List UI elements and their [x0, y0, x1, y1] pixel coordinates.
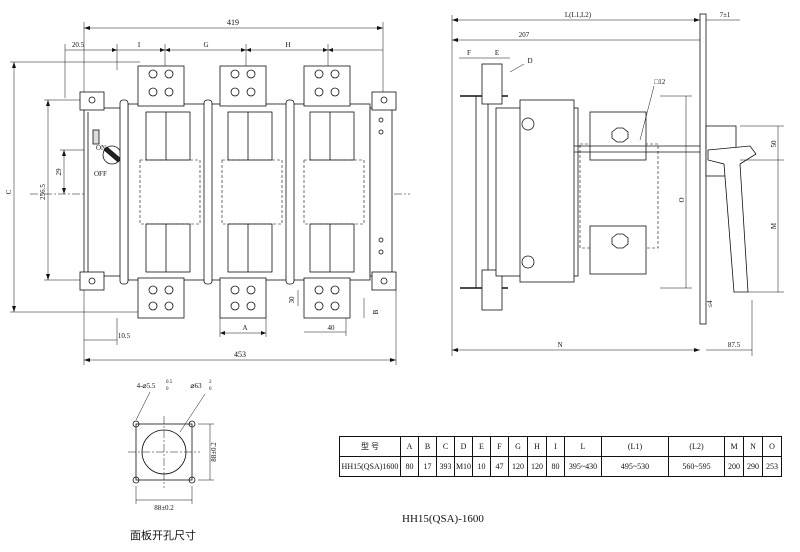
operating-handle: ON OFF: [92, 129, 122, 178]
cutout-holes-tol-up: 0.5: [166, 380, 173, 385]
spec-table: 型 号 A B C D E F G H I L (L1) (L2) M N O …: [339, 436, 782, 477]
cutout-bore-tol-dn: 0: [209, 387, 212, 392]
cutout-bore-tol-up: 2: [209, 380, 212, 385]
header-H: H: [527, 436, 547, 457]
dim-square: □12: [654, 78, 666, 86]
cell-L: 395~430: [564, 456, 602, 477]
cutout-width: 88±0.2: [154, 504, 174, 512]
spec-table-row: HH15(QSA)1600 80 17 393 M10 10 47 120 12…: [339, 456, 782, 477]
header-M: M: [724, 436, 744, 457]
cutout-bore: ⌀63: [190, 382, 202, 390]
dim-29: 29: [55, 168, 63, 176]
header-B: B: [418, 436, 437, 457]
cutout-height: 88±0.2: [210, 442, 218, 462]
header-D: D: [454, 436, 473, 457]
header-L: L: [564, 436, 602, 457]
header-L2: (L2): [668, 436, 725, 457]
cell-N: 290: [743, 456, 763, 477]
header-O: O: [762, 436, 782, 457]
cutout-holes-tol-dn: 0: [166, 387, 169, 392]
dim-453: 453: [234, 350, 246, 359]
cell-F: 47: [490, 456, 509, 477]
dim-N: N: [557, 341, 562, 349]
cell-L1: 495~530: [601, 456, 669, 477]
header-N: N: [743, 436, 763, 457]
spec-table-header: 型 号 A B C D E F G H I L (L1) (L2) M N O: [339, 436, 782, 457]
cell-O: 253: [762, 456, 782, 477]
header-A: A: [400, 436, 419, 457]
cell-L2: 560~595: [668, 456, 725, 477]
dim-F: F: [467, 49, 471, 57]
dim-H: H: [285, 41, 290, 49]
dim-O: O: [678, 197, 686, 202]
dim-419: 419: [227, 18, 239, 27]
front-view: 419 20.5 I G H C 256.5 29: [5, 18, 410, 365]
pole-1: [127, 65, 207, 319]
cell-M: 200: [724, 456, 744, 477]
model-title: HH15(QSA)-1600: [402, 513, 484, 525]
handle-on-label: ON: [96, 144, 106, 152]
cell-C: 393: [436, 456, 455, 477]
panel-cutout: 4-⌀5.5 0.5 0 ⌀63 2 0 88±0.2 88±0.2: [128, 380, 218, 512]
dim-A: A: [242, 324, 247, 332]
dim-30: 30: [288, 296, 296, 304]
cutout-holes: 4-⌀5.5: [137, 382, 156, 390]
pole-2: [209, 65, 289, 319]
dim-10-5: 10.5: [118, 332, 131, 340]
dim-le4: ≤4: [706, 300, 714, 308]
header-E: E: [472, 436, 491, 457]
cell-B: 17: [418, 456, 437, 477]
cell-E: 10: [472, 456, 491, 477]
handle-off-label: OFF: [94, 170, 107, 178]
dim-40: 40: [328, 324, 336, 332]
cell-G: 120: [508, 456, 528, 477]
dim-20-5: 20.5: [72, 41, 85, 49]
pole-3: [291, 65, 371, 319]
dim-207: 207: [519, 31, 530, 39]
dim-L: L(L1,L2): [565, 11, 592, 19]
cutout-caption: 面板开孔尺寸: [130, 530, 196, 542]
dim-C: C: [5, 189, 13, 194]
dim-M: M: [770, 222, 778, 229]
dim-E: E: [495, 49, 499, 57]
dim-I: I: [138, 41, 141, 49]
header-L1: (L1): [601, 436, 669, 457]
dim-G: G: [203, 41, 208, 49]
header-model: 型 号: [339, 436, 401, 457]
dim-256-5: 256.5: [39, 184, 47, 200]
dim-50: 50: [770, 140, 778, 148]
dim-7: 7±1: [720, 11, 731, 19]
header-C: C: [436, 436, 455, 457]
cell-H: 120: [527, 456, 547, 477]
cell-I: 80: [546, 456, 565, 477]
dim-D: D: [527, 57, 532, 65]
side-view: L(L1,L2) 7±1 207 F E D □12: [451, 11, 784, 356]
cell-model: HH15(QSA)1600: [339, 456, 401, 477]
dim-B: B: [372, 309, 380, 314]
header-G: G: [508, 436, 528, 457]
header-I: I: [546, 436, 565, 457]
cell-A: 80: [400, 456, 419, 477]
cell-D: M10: [454, 456, 473, 477]
header-F: F: [490, 436, 509, 457]
dim-87-5: 87.5: [728, 341, 741, 349]
